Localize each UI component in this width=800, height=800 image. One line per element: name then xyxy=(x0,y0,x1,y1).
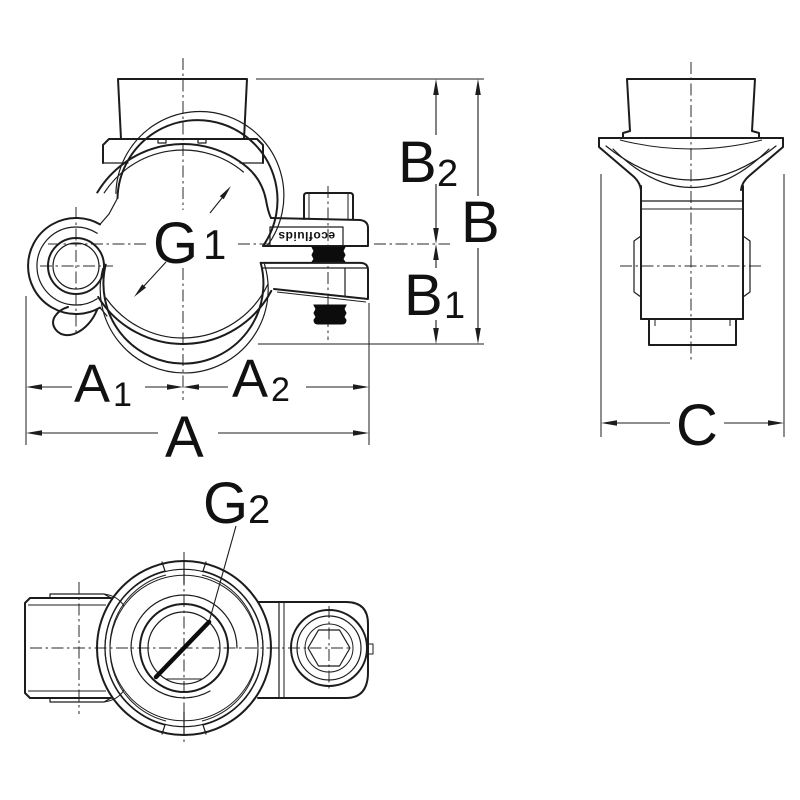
hex-bolt-head xyxy=(290,609,368,687)
dimensions: B 2 B 1 B A 1 xyxy=(25,78,785,470)
g2-label: G xyxy=(203,471,248,536)
dim-label-b2: B xyxy=(398,130,437,195)
bottom-centerlines xyxy=(30,552,352,742)
bolt-thread-lower xyxy=(313,304,347,325)
dim-label-b2-sub: 2 xyxy=(437,153,458,195)
bolt-head xyxy=(303,192,354,220)
bottom-boss xyxy=(96,560,272,736)
bolt-thread-upper xyxy=(311,246,346,263)
dim-label-a2: A xyxy=(232,349,268,409)
hex-socket xyxy=(307,629,351,667)
brand-text: ecofluids xyxy=(278,229,335,243)
g1-callout: G 1 xyxy=(134,186,236,297)
bolt-assembly: ecofluids xyxy=(246,166,369,325)
side-boss-left xyxy=(633,235,642,298)
dim-label-b: B xyxy=(461,190,500,255)
side-view xyxy=(598,62,784,360)
brand-plate xyxy=(269,226,344,247)
dim-b: B xyxy=(461,79,500,344)
dim-b1: B 1 xyxy=(404,244,465,344)
dim-label-c: C xyxy=(676,393,718,458)
front-view: ecofluids G 1 xyxy=(27,58,450,400)
side-pipe xyxy=(622,78,760,139)
bottom-right-lobe xyxy=(257,601,374,699)
bottom-left-arm xyxy=(24,593,125,703)
side-centerlines xyxy=(620,62,764,360)
bottom-view: G 2 xyxy=(24,471,374,742)
dim-label-b1-sub: 1 xyxy=(444,285,465,327)
dim-a1: A 1 xyxy=(26,354,183,414)
g1-label-sub: 1 xyxy=(203,221,226,268)
dim-label-a: A xyxy=(165,405,204,470)
g1-label: G xyxy=(153,211,198,276)
dim-a: A xyxy=(26,405,369,470)
front-centerlines xyxy=(40,58,450,400)
dim-b2: B 2 xyxy=(398,79,458,244)
dim-label-a1-sub: 1 xyxy=(113,376,132,414)
side-bottom-stub xyxy=(648,318,737,346)
g2-leader-thick xyxy=(153,619,212,680)
lower-jaw xyxy=(259,261,369,300)
top-pipe-port xyxy=(117,78,248,140)
clamp-band xyxy=(96,110,285,374)
dim-label-a1: A xyxy=(74,354,110,414)
g2-callout: G 2 xyxy=(153,471,270,680)
dim-a2: A 2 xyxy=(183,349,369,409)
dim-c: C xyxy=(601,393,784,458)
dim-label-b1: B xyxy=(404,263,443,328)
hinge xyxy=(27,213,110,337)
g2-label-sub: 2 xyxy=(248,488,270,532)
dim-label-a2-sub: 2 xyxy=(271,371,290,409)
side-body xyxy=(633,185,751,346)
side-boss-right xyxy=(742,235,751,298)
